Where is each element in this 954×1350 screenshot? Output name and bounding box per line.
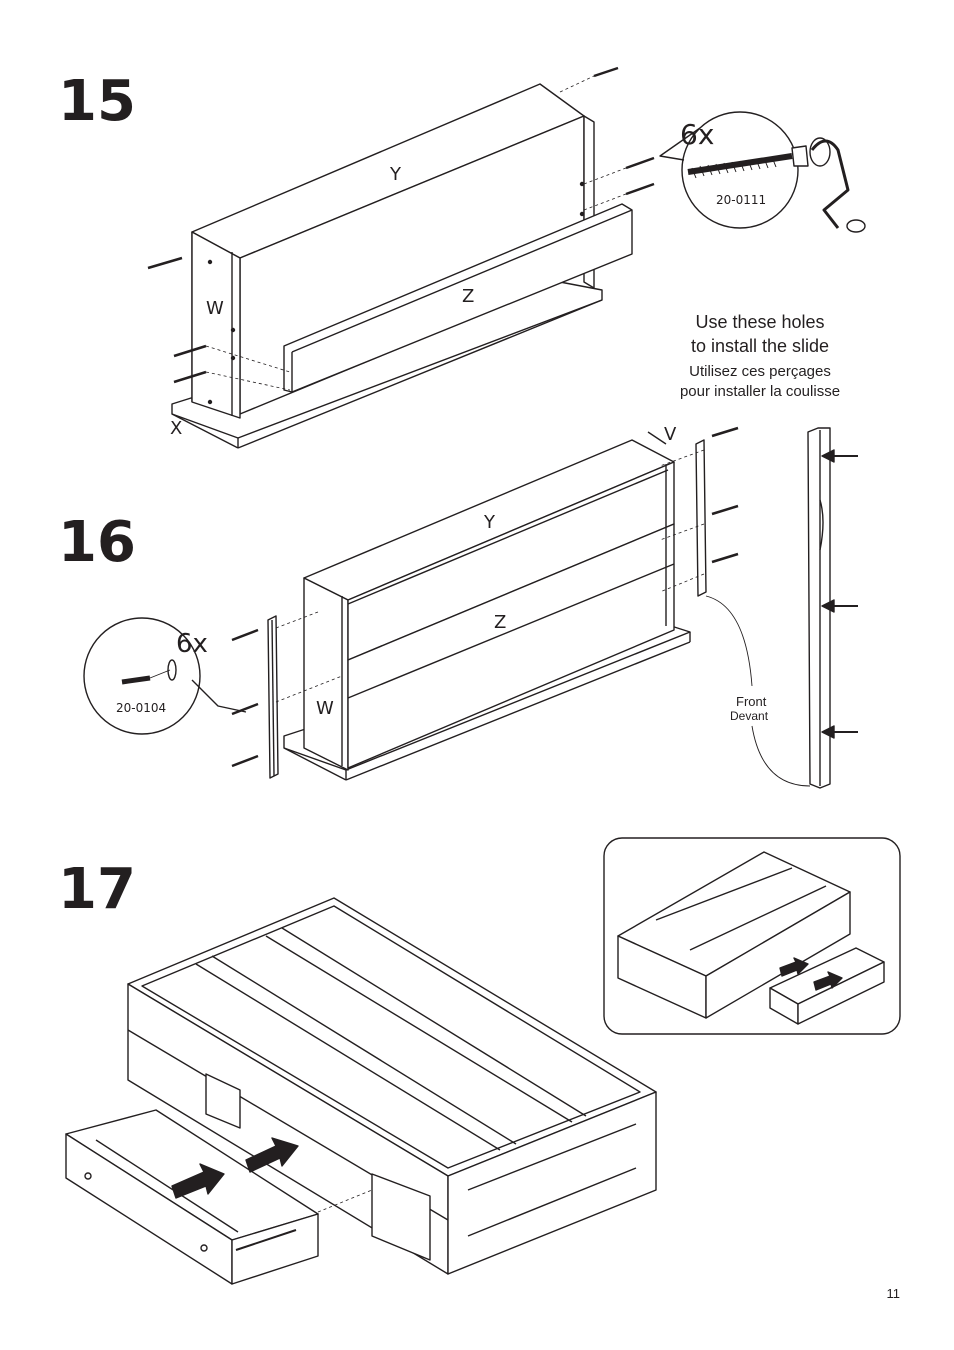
step15-label-z: Z bbox=[462, 286, 474, 307]
step16-diagram bbox=[83, 426, 858, 789]
step-number-17: 17 bbox=[58, 857, 136, 922]
step16-label-y: Y bbox=[483, 512, 496, 533]
step15-quantity: 6x bbox=[680, 118, 714, 151]
step16-label-v: V bbox=[664, 424, 677, 445]
step15-label-y: Y bbox=[389, 164, 402, 185]
step15-label-x: X bbox=[170, 418, 182, 439]
step16-label-w: W bbox=[316, 698, 334, 719]
slide-note-fr-line1: Utilisez ces perçages bbox=[689, 363, 831, 380]
slide-note: Use these holes to install the slide Uti… bbox=[640, 310, 880, 402]
step-number-16: 16 bbox=[58, 510, 136, 575]
step15-diagram bbox=[147, 66, 866, 449]
step16-quantity: 6x bbox=[176, 629, 208, 659]
step15-label-w: W bbox=[206, 298, 224, 319]
step17-diagram bbox=[65, 837, 901, 1285]
step16-label-z: Z bbox=[494, 612, 506, 633]
slide-note-fr-line2: pour installer la coulisse bbox=[679, 383, 841, 400]
slide-note-en-line1: Use these holes bbox=[695, 312, 825, 332]
front-label: Front bbox=[736, 694, 767, 709]
step15-part-code: 20-0111 bbox=[716, 193, 766, 207]
page-number: 11 bbox=[886, 1286, 901, 1301]
slide-note-en-line2: to install the slide bbox=[690, 336, 830, 356]
step16-part-code: 20-0104 bbox=[116, 701, 166, 715]
step-number-15: 15 bbox=[58, 69, 136, 134]
devant-label: Devant bbox=[730, 709, 769, 723]
